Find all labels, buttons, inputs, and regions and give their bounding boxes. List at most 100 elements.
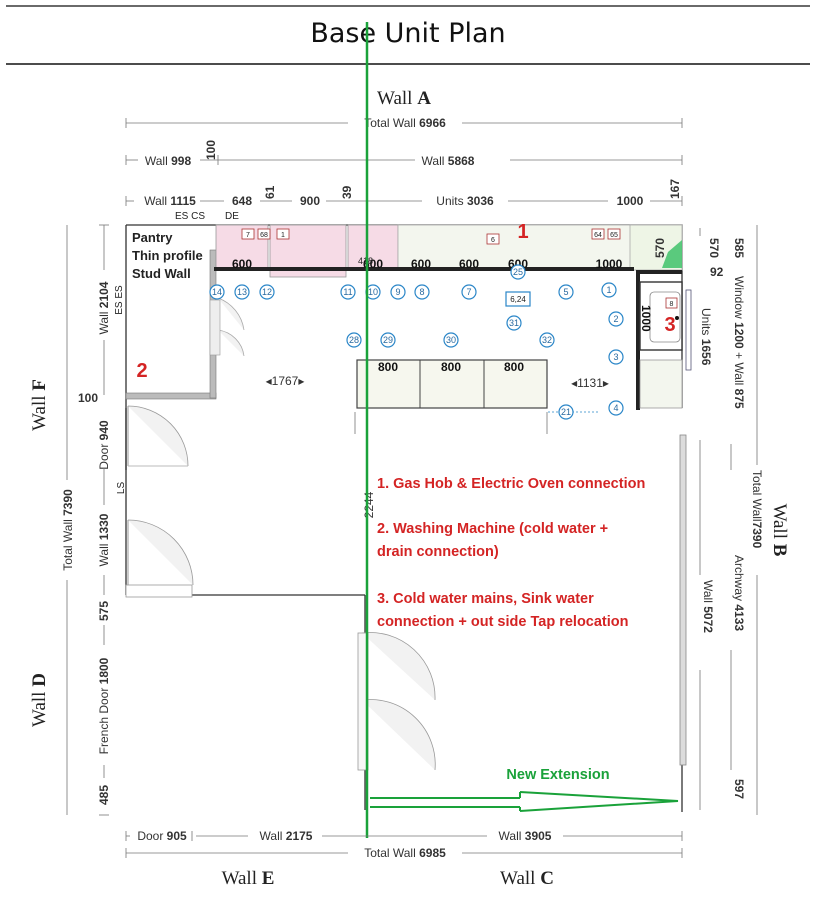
unit-tag-box-4 [591,228,605,240]
doors [125,297,436,771]
right-number-2: 4 [613,403,618,413]
svg-text:DE: DE [225,211,239,222]
svg-text:485: 485 [97,785,111,805]
wall-a-label: Wall A [377,88,431,109]
island-circle-3 [506,315,522,331]
right-unit-1000-label: 1000 [639,305,653,332]
new-extension-label: New Extension [506,767,609,783]
svg-text:Total Wall 6966: Total Wall 6966 [364,116,446,130]
right-circle-3 [558,404,574,420]
island-number-4: 32 [542,335,552,345]
top-number-6: 8 [419,287,424,297]
note-1: 1. Gas Hob & Electric Oven connection [377,476,645,492]
top-number-10: 1 [606,285,611,295]
unit-tag-box-5 [607,228,621,240]
left-dimensions: Total Wall 7390 Wall 2104 ES ES 100 Door… [61,224,127,816]
wall-f-label: Wall F [29,379,50,431]
tag-8: 8 [670,301,674,308]
svg-text:Door 940: Door 940 [97,420,111,470]
top-run-units [214,224,683,410]
note-3-line-1: 3. Cold water mains, Sink water [377,591,594,607]
svg-text:167: 167 [668,179,682,199]
bottom-dimensions: Door 905 Wall 2175 Wall 3905 Total Wall … [125,829,683,860]
top-number-0: 14 [212,287,222,297]
unit-tag-box-3 [486,233,500,245]
svg-text:Total Wall 7390: Total Wall 7390 [61,489,75,571]
marker-1: 1 [517,221,528,243]
island-number-1: 29 [383,335,393,345]
island-circle-0 [346,332,362,348]
top-unit-width-0: 600 [232,257,252,271]
note-2-line-1: 2. Washing Machine (cold water + [377,521,608,537]
top-units-dimension-row: Wall 1115 648 61 900 39 Units 3036 1000 … [125,179,683,222]
svg-text:6,24: 6,24 [510,295,526,304]
svg-text:100: 100 [78,391,98,405]
svg-text:French Door 1800: French Door 1800 [97,657,111,754]
unit-tag-box-1 [257,228,271,240]
top-circle-1 [234,284,250,300]
svg-text:100: 100 [204,140,218,160]
tag-6-24-box: 6,24 [505,291,531,307]
svg-text:◂1767▸: ◂1767▸ [266,374,305,388]
unit-tag-1: 68 [260,232,268,239]
svg-text:Wall 5072: Wall 5072 [701,580,715,633]
pantry-label: Pantry Thin profile Stud Wall [132,230,203,281]
svg-text:61: 61 [263,185,277,199]
svg-text:900: 900 [300,194,320,208]
island-circle-4 [539,332,555,348]
marker-3: 3 [664,314,675,336]
wall-e-label: Wall E [222,868,275,889]
unit-tag-0: 7 [246,232,250,239]
top-number-4: 10 [368,287,378,297]
top-number-2: 12 [262,287,272,297]
top-circle-10 [601,282,617,298]
island-unit-width-0: 800 [378,360,398,374]
right-run-units: 1000 570 8 [639,238,692,409]
svg-text:Total Wall 6985: Total Wall 6985 [364,846,446,860]
svg-text:Stud Wall: Stud Wall [132,266,191,281]
svg-text:ES CS: ES CS [175,211,205,222]
svg-text:ES ES: ES ES [114,285,125,315]
notes: 1. Gas Hob & Electric Oven connection 2.… [377,476,645,630]
svg-text:Pantry: Pantry [132,230,173,245]
right-circle-0 [608,311,624,327]
note-3-line-2: connection + out side Tap relocation [377,614,629,630]
svg-text:2244: 2244 [362,491,376,518]
top-unit-width-2: 600 [411,257,431,271]
svg-text:Wall 1330: Wall 1330 [97,513,111,566]
svg-text:◂1131▸: ◂1131▸ [571,376,609,390]
svg-text:Wall 3905: Wall 3905 [499,829,552,843]
svg-text:Total Wall7390: Total Wall7390 [750,470,764,549]
top-number-3: 11 [343,287,352,297]
top-unit-width-3: 600 [459,257,479,271]
island-unit-width-2: 800 [504,360,524,374]
svg-text:Archway 4133: Archway 4133 [732,555,746,631]
right-number-0: 2 [613,314,618,324]
svg-text:Wall 998: Wall 998 [145,154,192,168]
svg-text:Wall 1115: Wall 1115 [144,194,196,208]
unit-tag-2: 1 [281,232,285,239]
top-number-5: 9 [395,287,400,297]
svg-text:1000: 1000 [617,194,644,208]
unit-tag-box-2 [276,228,290,240]
svg-text:Door 905: Door 905 [137,829,187,843]
note-2-line-2: drain connection) [377,544,499,560]
unit-tag-3: 6 [491,237,495,244]
right-dimensions: 570 92 Units 1656 585 Window 1200 + Wall… [699,225,764,815]
svg-text:Units 1656: Units 1656 [699,308,713,366]
svg-text:570: 570 [707,238,721,258]
top-circle-0 [209,284,225,300]
svg-text:Wall 2175: Wall 2175 [260,829,313,843]
top-circle-3 [340,284,356,300]
island-circle-2 [443,332,459,348]
island-units [354,359,548,434]
wall-b-label: Wall B [769,504,790,557]
svg-text:92: 92 [710,265,724,279]
svg-text:Wall 5868: Wall 5868 [422,154,475,168]
svg-text:Window 1200 + Wall 875: Window 1200 + Wall 875 [732,276,746,409]
svg-text:39: 39 [340,185,354,199]
island-number-3: 31 [509,318,519,328]
svg-text:418: 418 [358,256,373,266]
